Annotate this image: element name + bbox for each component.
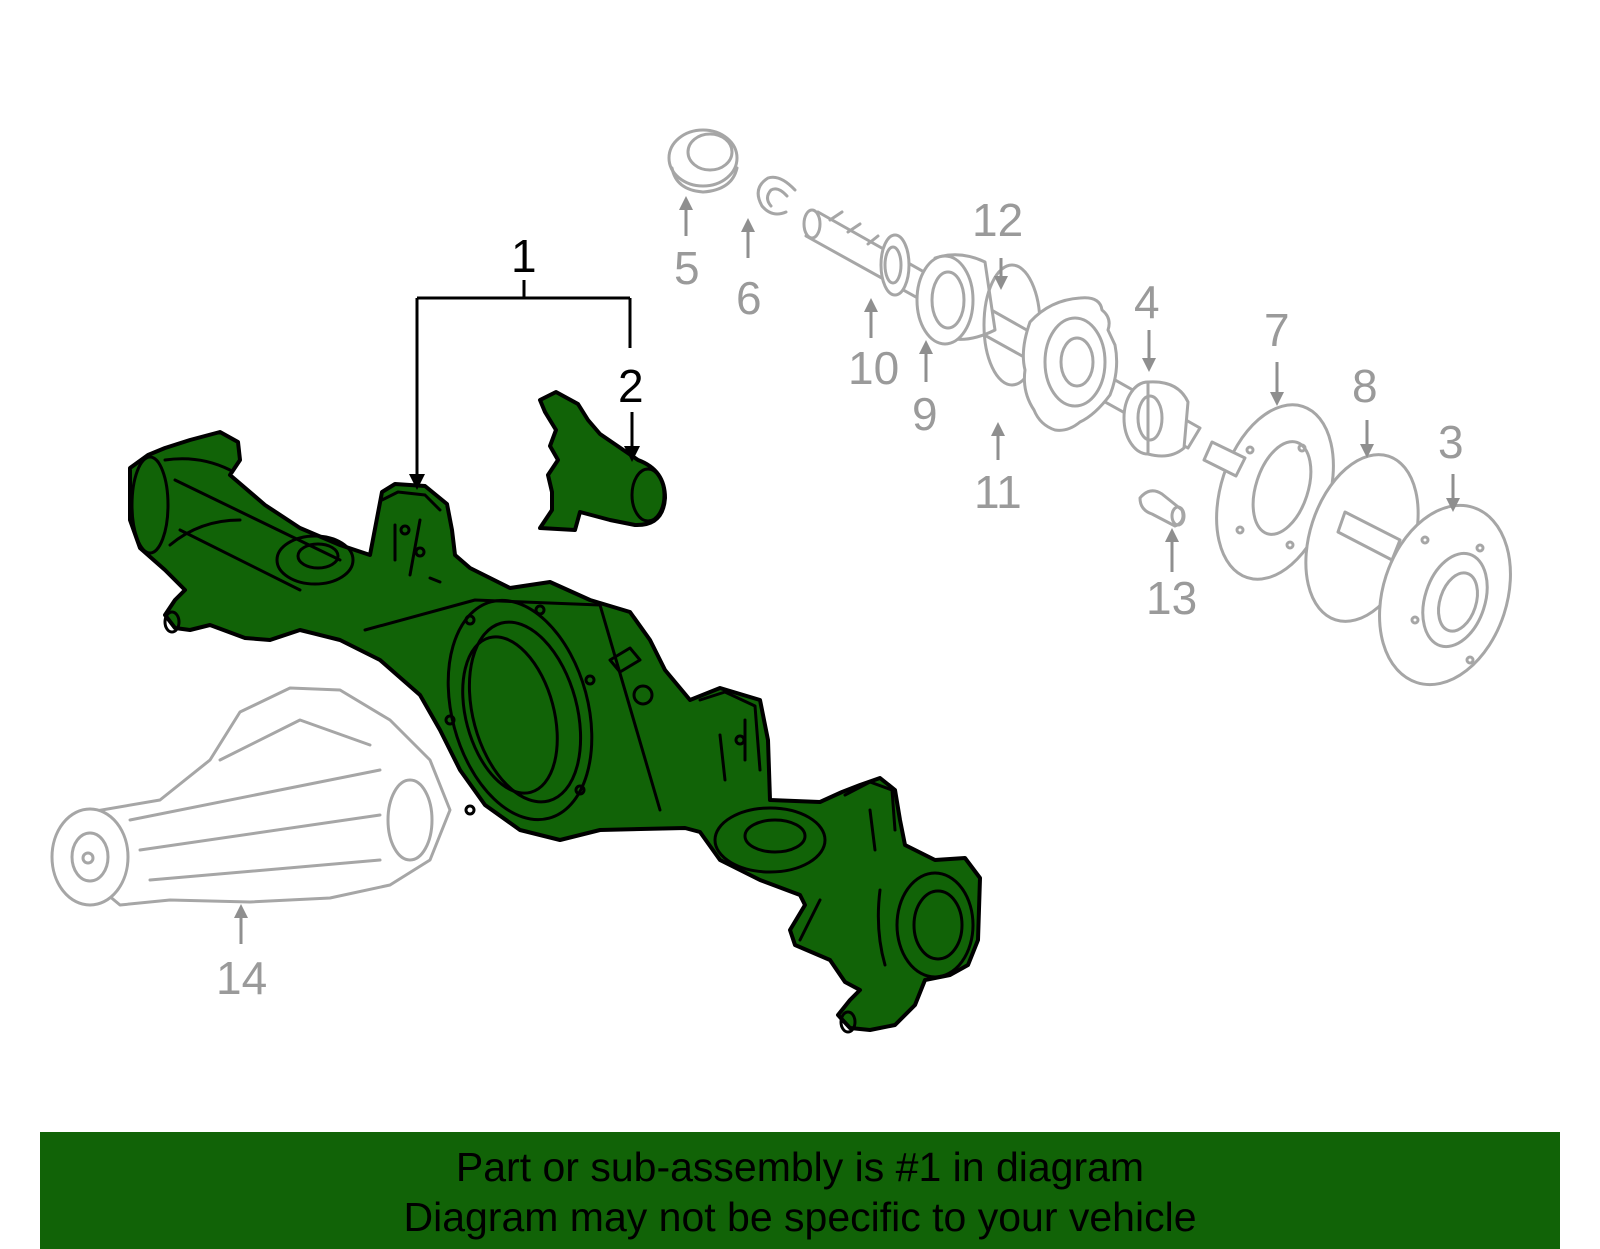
disclaimer-banner: Part or sub-assembly is #1 in diagram Di…: [40, 1132, 1560, 1249]
part-6-snap-ring[interactable]: [756, 175, 797, 216]
callout-8: 8: [1352, 360, 1378, 412]
leader-2: [624, 412, 640, 462]
callout-9: 9: [912, 388, 938, 440]
callout-1: 1: [511, 230, 537, 282]
leader-1-bracket: [409, 280, 632, 490]
part-5-seal[interactable]: [667, 128, 739, 194]
part-7-backing-plate[interactable]: [1196, 390, 1354, 595]
callout-14: 14: [216, 952, 267, 1004]
part-13-bolt[interactable]: [1138, 489, 1186, 528]
part-11-retainer[interactable]: [1021, 296, 1119, 432]
callout-13: 13: [1146, 572, 1197, 624]
gray-leaders: [234, 196, 1460, 944]
callout-10: 10: [848, 342, 899, 394]
part-2-bracket[interactable]: [538, 390, 667, 532]
part-3-flange[interactable]: [1358, 488, 1533, 701]
callout-5: 5: [674, 242, 700, 294]
callout-12: 12: [972, 194, 1023, 246]
part-9-bearing[interactable]: [915, 253, 997, 346]
callout-6: 6: [736, 272, 762, 324]
callout-7: 7: [1264, 304, 1290, 356]
callout-2: 2: [618, 360, 644, 412]
part-14-differential[interactable]: [50, 686, 452, 907]
part-1-axle-housing[interactable]: [128, 430, 982, 1034]
part-10-spacer[interactable]: [879, 233, 911, 297]
callout-11: 11: [974, 466, 1022, 518]
part-4-bearing[interactable]: [1122, 380, 1190, 458]
callout-4: 4: [1134, 276, 1160, 328]
banner-line-2: Diagram may not be specific to your vehi…: [403, 1194, 1197, 1240]
banner-line-1: Part or sub-assembly is #1 in diagram: [455, 1144, 1145, 1190]
callout-3: 3: [1438, 416, 1464, 468]
